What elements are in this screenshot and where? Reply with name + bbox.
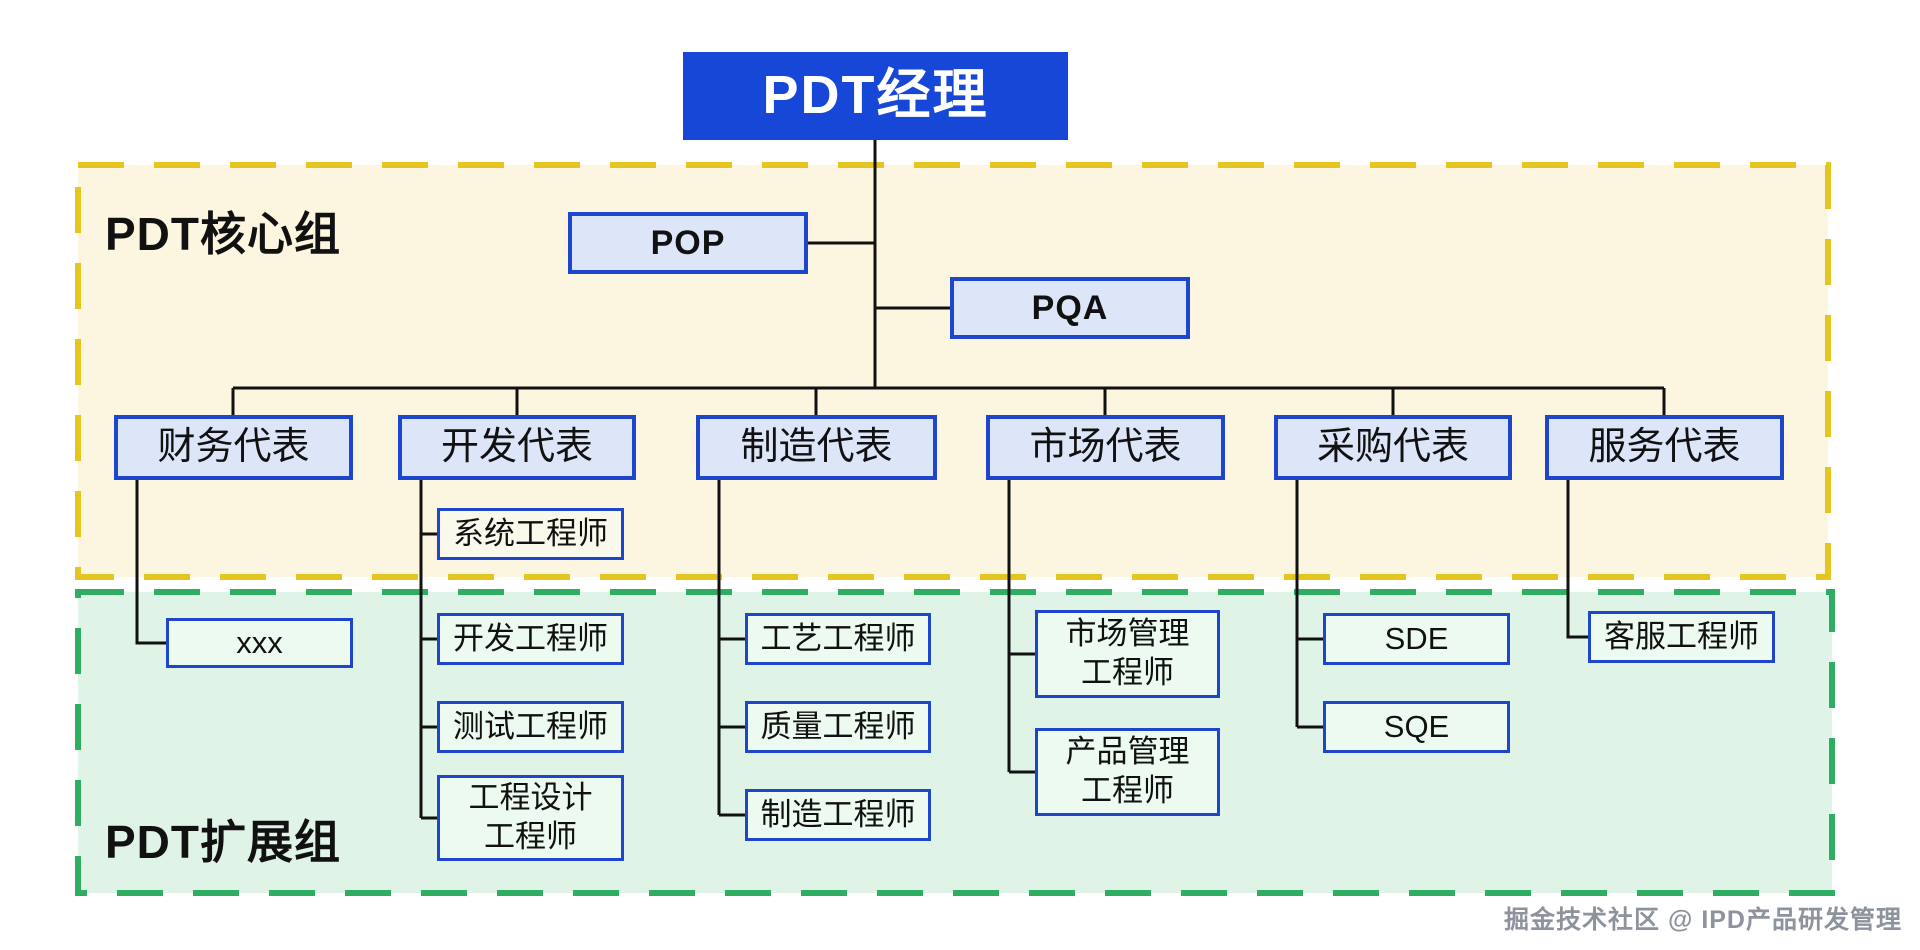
rep-box-manufacturing: 制造代表 [696, 415, 937, 480]
rep-box-procurement: 采购代表 [1274, 415, 1512, 480]
rep-box-market: 市场代表 [986, 415, 1225, 480]
rep-box-finance: 财务代表 [114, 415, 353, 480]
trunk-finance [135, 478, 166, 645]
extended-region-outline [75, 589, 1835, 896]
rep-box-service: 服务代表 [1545, 415, 1784, 480]
rep-box-development: 开发代表 [398, 415, 636, 480]
member-box-market-mgmt-engineer: 市场管理 工程师 [1035, 610, 1220, 698]
member-box-xxx: xxx [166, 618, 353, 668]
core-region-outline [75, 162, 1831, 580]
member-box-sqe: SQE [1323, 701, 1510, 753]
member-box-sde: SDE [1323, 613, 1510, 665]
member-box-product-mgmt-engineer: 产品管理 工程师 [1035, 728, 1220, 816]
extended-group-label: PDT扩展组 [105, 816, 341, 868]
member-box-customer-service-engineer: 客服工程师 [1588, 611, 1775, 663]
connector-lines [135, 140, 1666, 820]
member-box-test-engineer: 测试工程师 [437, 701, 624, 753]
member-box-dev-engineer: 开发工程师 [437, 613, 624, 665]
core-group-label: PDT核心组 [105, 208, 341, 260]
trunk-service [1566, 478, 1588, 639]
member-box-engineering-design-engineer: 工程设计 工程师 [437, 775, 624, 861]
pop-box: POP [568, 212, 808, 274]
member-box-quality-engineer: 质量工程师 [745, 701, 931, 753]
pqa-box: PQA [950, 277, 1190, 339]
member-box-system-engineer: 系统工程师 [437, 508, 624, 560]
member-box-manufacturing-engineer: 制造工程师 [745, 789, 931, 841]
pdt-manager-box: PDT经理 [683, 52, 1068, 140]
member-box-process-engineer: 工艺工程师 [745, 613, 931, 665]
watermark-text: 掘金技术社区 @ IPD产品研发管理 [1504, 906, 1902, 934]
